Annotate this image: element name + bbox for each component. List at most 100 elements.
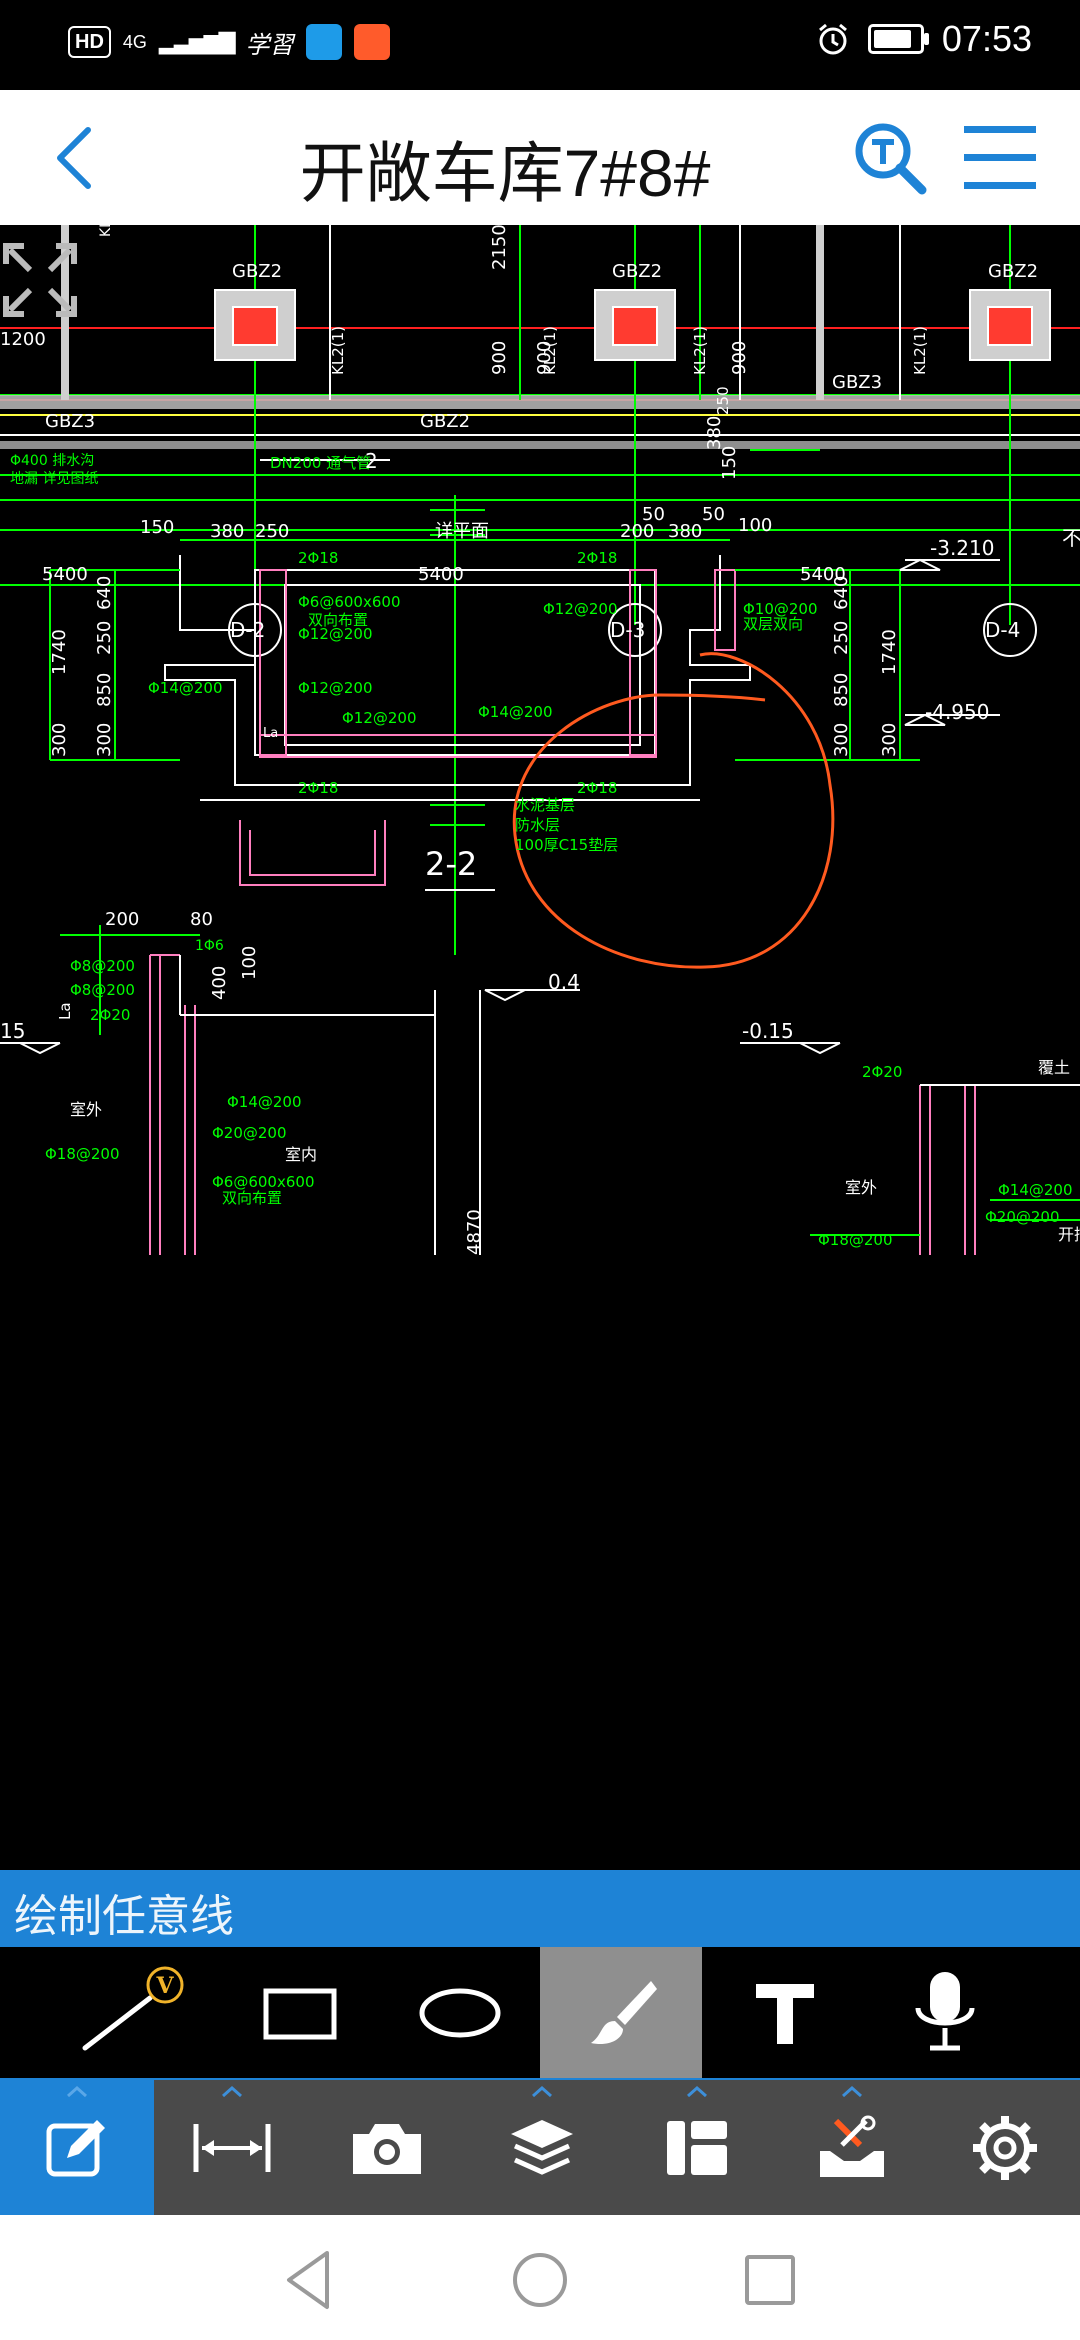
cad-note: Φ400 排水沟 <box>10 453 94 469</box>
cad-label: La <box>263 726 278 741</box>
rebar-label: Φ14@200 <box>998 1181 1073 1199</box>
edit-icon <box>46 2119 105 2176</box>
rebar-label: Φ18@200 <box>45 1145 120 1163</box>
cad-label: 室外 <box>70 1100 102 1119</box>
rebar-label: Φ12@200 <box>543 600 618 618</box>
section-note: 100厚C15垫层 <box>515 836 618 854</box>
ellipse-tool[interactable] <box>385 1947 535 2078</box>
rectangle-icon <box>263 1988 337 2039</box>
section-note: 防水层 <box>515 816 560 834</box>
dimension-label: 250 <box>94 621 115 655</box>
dimension-label: 200 <box>105 909 139 930</box>
dimension-label: 5400 <box>800 564 846 585</box>
dimension-label: 300 <box>49 723 70 757</box>
layers-tab[interactable] <box>465 2080 619 2215</box>
measure-tab[interactable] <box>155 2080 309 2215</box>
cad-label: 380 <box>704 416 725 450</box>
rectangle-tool[interactable] <box>225 1947 375 2078</box>
dimension-label: 详平面 <box>435 521 489 542</box>
dimension-label: 1740 <box>879 629 900 675</box>
chevron-up-icon <box>842 2085 862 2098</box>
toolbox-icon <box>820 2115 884 2177</box>
status-right: 07:53 <box>816 18 1032 60</box>
dimension-label: 850 <box>94 673 115 707</box>
cad-label: 900 <box>489 341 510 375</box>
settings-tab[interactable] <box>930 2080 1080 2215</box>
cad-label: 覆土 <box>1038 1058 1070 1077</box>
dimension-label: 380 <box>210 521 244 542</box>
rebar-label: Φ12@200 <box>298 679 373 697</box>
elevation-label: -3.210 <box>930 536 994 560</box>
menu-icon[interactable] <box>960 120 1040 196</box>
expand-icon[interactable] <box>0 240 80 320</box>
cad-label: KL2(1) <box>911 326 929 375</box>
nav-back-icon[interactable] <box>275 2245 345 2315</box>
camera-tab[interactable] <box>310 2080 464 2215</box>
nav-recent-icon[interactable] <box>735 2245 805 2315</box>
back-icon[interactable] <box>36 118 116 198</box>
gear-icon <box>973 2115 1037 2180</box>
cad-label: La <box>56 1002 74 1020</box>
annotate-tab[interactable] <box>0 2080 154 2215</box>
signal-icon: ▂▃▅▆▇ <box>158 29 236 54</box>
cad-label: GBZ3 <box>45 411 95 432</box>
elevation-label: -0.15 <box>742 1019 794 1043</box>
nav-home-icon[interactable] <box>505 2245 575 2315</box>
app-blue-icon <box>305 24 342 60</box>
dimension-label: 640 <box>831 576 852 610</box>
dimension-label: 640 <box>94 576 115 610</box>
elevation-label: 15 <box>0 1019 25 1043</box>
dimension-label: 300 <box>879 723 900 757</box>
chevron-up-icon <box>687 2085 707 2098</box>
elevation-label: 0.4 <box>548 970 580 994</box>
rebar-label: 1Φ6 <box>195 938 224 954</box>
cad-label: 室外 <box>845 1178 877 1197</box>
cad-label: GBZ2 <box>988 261 1038 282</box>
text-t-icon <box>756 1983 814 2044</box>
tool-caption: 绘制任意线 <box>14 1891 234 1942</box>
dimension-label: 250 <box>255 521 289 542</box>
cad-label: KL2(1) <box>691 326 709 375</box>
cad-label: 1200 <box>0 329 46 350</box>
cad-label: GBZ2 <box>420 411 470 432</box>
axis-label: D-3 <box>610 618 645 642</box>
rebar-label: 2Φ18 <box>298 779 338 797</box>
layout-tab[interactable] <box>620 2080 774 2215</box>
dimension-label: 100 <box>239 946 260 980</box>
rebar-label: 双向布置 <box>222 1189 282 1207</box>
dimension-label: 400 <box>209 966 230 1000</box>
cad-label: 900 <box>729 341 750 375</box>
rebar-label: Φ12@200 <box>342 709 417 727</box>
rebar-label: Φ20@200 <box>985 1208 1060 1226</box>
search-t-icon[interactable] <box>850 118 930 198</box>
tools-tab[interactable] <box>775 2080 929 2215</box>
tool-caption-bar: 绘制任意线 <box>0 1870 1080 1945</box>
dimension-label: 850 <box>831 673 852 707</box>
dimension-label: 5400 <box>418 564 464 585</box>
cad-note: DN200 通气管 <box>270 454 371 472</box>
dimension-label: 5400 <box>42 564 88 585</box>
dimension-label: 100 <box>738 515 772 536</box>
voice-tool[interactable] <box>870 1947 1020 2078</box>
rebar-label: Φ14@200 <box>227 1093 302 1111</box>
alarm-icon <box>818 23 847 55</box>
line-tool[interactable]: V <box>55 1947 205 2078</box>
elevation-label: -4.950 <box>925 700 989 724</box>
rebar-label: Φ8@200 <box>70 981 135 999</box>
dimension-label: 4870 <box>464 1209 485 1255</box>
cad-label: 150 <box>719 446 740 480</box>
rebar-label: Φ6@600x600 <box>212 1173 315 1191</box>
cad-label: 开挖 <box>1058 1225 1080 1244</box>
rebar-label: Φ6@600x600 <box>298 593 401 611</box>
app-notify-text: 学習 <box>245 31 294 59</box>
text-tool[interactable] <box>710 1947 860 2078</box>
rebar-label: Φ20@200 <box>212 1124 287 1142</box>
cad-label: KL2(1) <box>541 326 559 375</box>
rebar-label: Φ14@200 <box>148 679 223 697</box>
freehand-tool[interactable] <box>540 1947 702 2078</box>
layers-icon <box>511 2119 573 2175</box>
rebar-label: 2Φ18 <box>298 549 338 567</box>
cad-label: 2150 <box>489 225 510 270</box>
drawing-canvas[interactable]: GBZ2 GBZ2 GBZ2 GBZ3 GBZ2 GBZ3 1200 2150 … <box>0 225 1080 1870</box>
bottom-tab-bar <box>0 2080 1080 2215</box>
